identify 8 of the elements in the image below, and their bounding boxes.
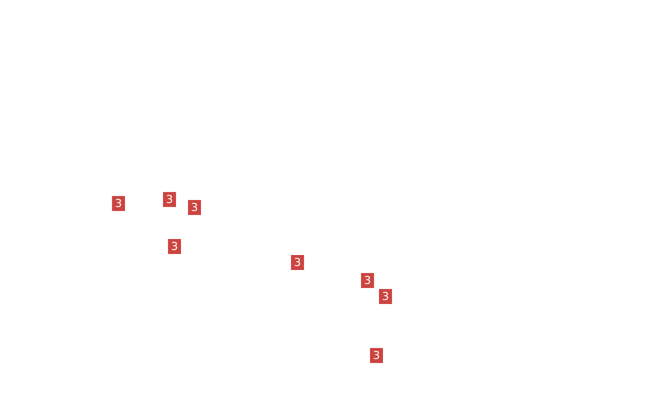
- count-marker: 3: [188, 200, 201, 215]
- count-marker: 3: [112, 196, 125, 211]
- count-marker: 3: [168, 239, 181, 254]
- count-marker: 3: [291, 255, 304, 270]
- count-marker: 3: [370, 348, 383, 363]
- count-marker: 3: [361, 273, 374, 288]
- count-marker: 3: [379, 289, 392, 304]
- count-marker: 3: [163, 192, 176, 207]
